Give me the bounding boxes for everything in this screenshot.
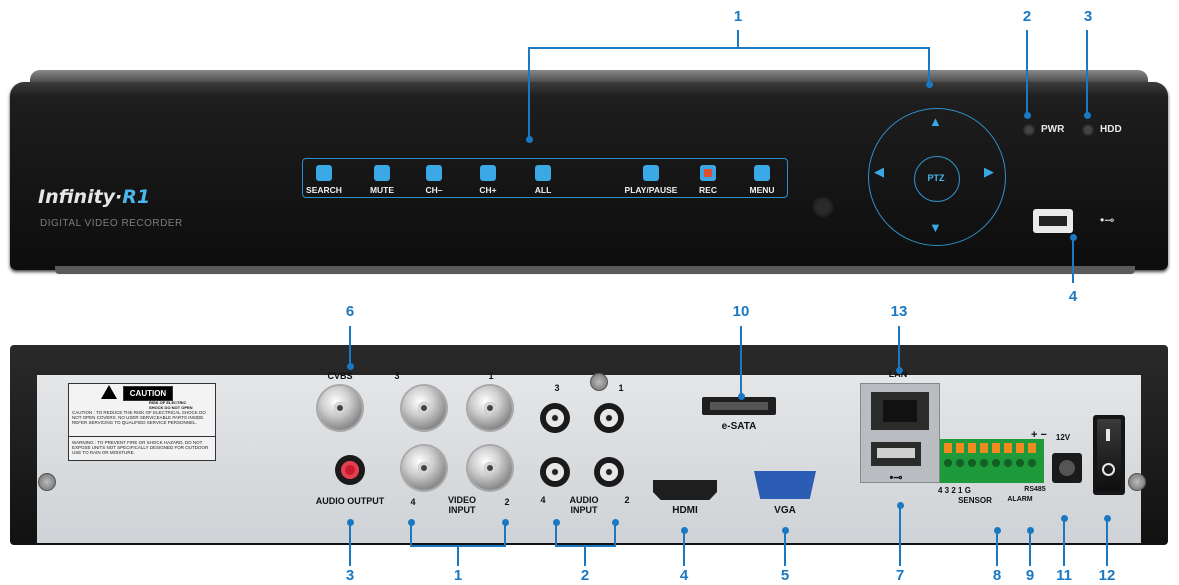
callout-4-back: 4 (679, 567, 689, 584)
callout-3-front: 3 (1083, 8, 1093, 25)
power-led (1023, 124, 1035, 136)
ptz-center-button[interactable] (914, 156, 960, 202)
power-label: 12V (1055, 433, 1071, 442)
callout-13: 13 (890, 303, 908, 320)
usb-icon: •⊸ (1100, 213, 1115, 227)
record-button[interactable]: REC (673, 165, 743, 195)
callout-10: 10 (732, 303, 750, 320)
cvbs-label: CVBS (327, 371, 353, 381)
front-usb-port[interactable] (1033, 209, 1073, 233)
hdmi-port[interactable] (653, 480, 717, 500)
channel-down-button[interactable]: CH– (399, 165, 469, 195)
all-button[interactable]: ALL (508, 165, 578, 195)
audio-input-2-port[interactable] (594, 457, 624, 487)
callout-2-front: 2 (1022, 8, 1032, 25)
video-input-1-port[interactable] (468, 386, 512, 430)
menu-button[interactable]: MENU (727, 165, 797, 195)
play-pause-icon (643, 165, 659, 181)
video-input-label: VIDEO INPUT (447, 495, 476, 515)
usb-icon: •⊸ (889, 472, 903, 484)
video-input-4-port[interactable] (402, 446, 446, 490)
ptz-wheel[interactable] (868, 108, 1006, 246)
lan-label: LAN (888, 369, 908, 379)
down-arrow-icon[interactable]: ▼ (929, 220, 942, 235)
callout-5: 5 (780, 567, 790, 584)
callout-11: 11 (1056, 567, 1072, 584)
all-icon (535, 165, 551, 181)
warning-icon (101, 385, 117, 399)
screw-icon (1128, 473, 1146, 491)
callout-9: 9 (1025, 567, 1035, 584)
audio-input-3-port[interactable] (540, 403, 570, 433)
lan-port[interactable] (871, 392, 929, 430)
mute-button[interactable]: MUTE (347, 165, 417, 195)
sensor-alarm-terminal[interactable] (940, 439, 1044, 483)
caution-label: CAUTION RISK OF ELECTRIC SHOCK DO NOT OP… (68, 383, 216, 461)
channel-down-icon (426, 165, 442, 181)
up-arrow-icon[interactable]: ▲ (929, 114, 942, 129)
dvr-back-panel: CAUTION RISK OF ELECTRIC SHOCK DO NOT OP… (10, 345, 1168, 555)
play-pause-button[interactable]: PLAY/PAUSE (616, 165, 686, 195)
callout-1-front: 1 (733, 8, 743, 25)
video-input-2-port[interactable] (468, 446, 512, 490)
channel-up-icon (480, 165, 496, 181)
hdd-led-label: HDD (1100, 124, 1122, 135)
menu-icon (754, 165, 770, 181)
callout-8: 8 (992, 567, 1002, 584)
search-button[interactable]: SEARCH (289, 165, 359, 195)
power-led-label: PWR (1041, 124, 1065, 135)
dc-power-jack[interactable] (1052, 453, 1082, 483)
mute-icon (374, 165, 390, 181)
brand-subtitle: DIGITAL VIDEO RECORDER (40, 218, 183, 229)
callout-1-back: 1 (453, 567, 463, 584)
callout-6: 6 (345, 303, 355, 320)
vga-label: VGA (774, 505, 796, 516)
search-icon (316, 165, 332, 181)
audio-output-port[interactable] (335, 455, 365, 485)
front-foot (55, 266, 1135, 274)
rear-usb-port[interactable] (871, 442, 921, 466)
right-arrow-icon[interactable]: ▶ (984, 164, 994, 179)
audio-output-label: AUDIO OUTPUT (315, 496, 385, 506)
ir-receiver (812, 196, 834, 218)
rs485-label: RS485 (1024, 486, 1046, 493)
callout-7: 7 (895, 567, 905, 584)
audio-input-1-port[interactable] (594, 403, 624, 433)
callout-4-front: 4 (1068, 288, 1078, 305)
audio-input-4-port[interactable] (540, 457, 570, 487)
audio-input-label: AUDIO INPUT (569, 495, 599, 515)
sensor-label: SENSOR (958, 496, 992, 505)
brand-logo: Infinity·R1 (38, 186, 151, 208)
power-switch[interactable] (1093, 415, 1125, 495)
dvr-front-panel: Infinity·R1 DIGITAL VIDEO RECORDER SEARC… (10, 70, 1168, 275)
callout-2-back: 2 (580, 567, 590, 584)
vga-port[interactable] (754, 471, 816, 499)
screw-icon (38, 473, 56, 491)
alarm-label: ALARM (1007, 496, 1033, 503)
video-input-3-port[interactable] (402, 386, 446, 430)
esata-port[interactable] (702, 397, 776, 415)
esata-label: e-SATA (721, 421, 757, 432)
cvbs-bnc-port[interactable] (318, 386, 362, 430)
screw-icon (590, 373, 608, 391)
callout-12: 12 (1098, 567, 1116, 584)
left-arrow-icon[interactable]: ◀ (874, 164, 884, 179)
hdmi-label: HDMI (672, 505, 698, 516)
callout-3-back: 3 (345, 567, 355, 584)
button-panel (302, 158, 788, 198)
hdd-led (1082, 124, 1094, 136)
record-icon (700, 165, 716, 181)
ptz-label: PTZ (927, 173, 945, 183)
channel-up-button[interactable]: CH+ (453, 165, 523, 195)
